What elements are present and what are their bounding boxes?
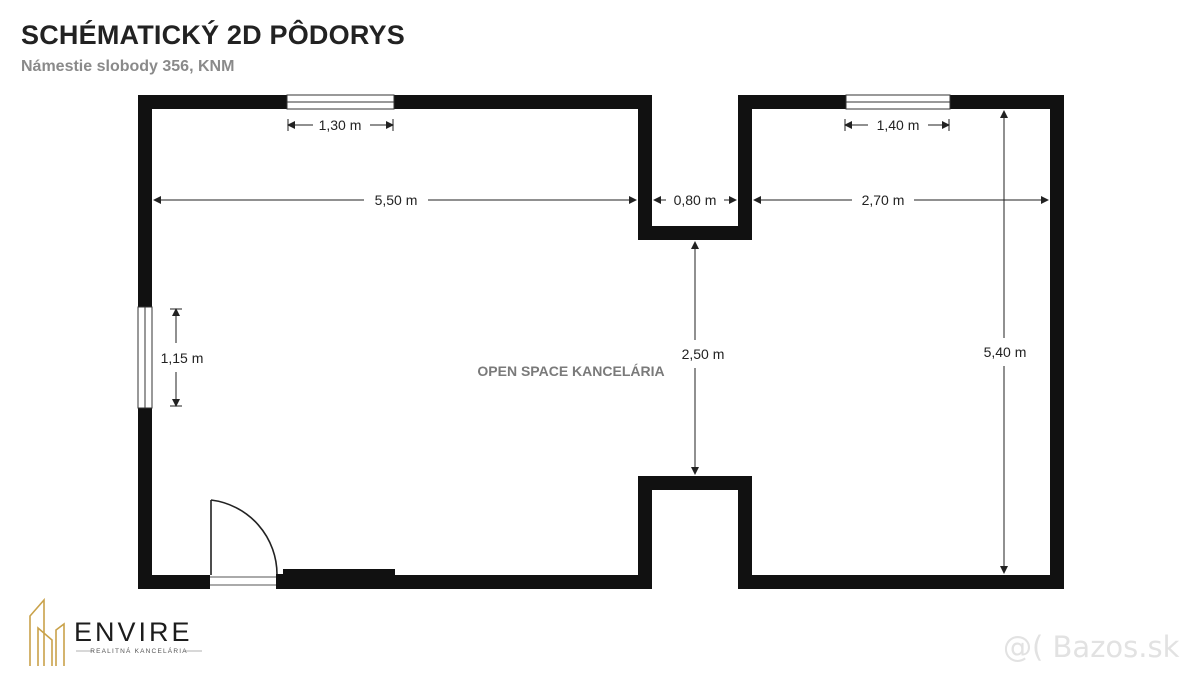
dim-gap-width: 0,80 m [674,192,717,208]
wall-notch-bottom-left [638,476,652,589]
dimension-lines [153,110,1049,574]
wall-bottom-right [738,575,1064,589]
door-swing-arc [210,499,278,576]
page-title: SCHÉMATICKÝ 2D PÔDORYS [21,20,405,50]
dim-window-top-right: 1,40 m [877,117,920,133]
wall-notch-bottom-ledge [638,476,752,490]
wall-top-left [138,95,652,109]
dim-width-right: 2,70 m [862,192,905,208]
building-icon [29,597,65,666]
dim-gap-depth: 2,50 m [682,346,725,362]
dim-window-top-left: 1,30 m [319,117,362,133]
wall-notch-top-left [638,95,652,240]
dim-width-left: 5,50 m [375,192,418,208]
logo-name: ENVIRE [74,617,193,647]
wall-notch-bottom-right [738,476,752,589]
dim-depth-right: 5,40 m [984,344,1027,360]
dim-window-left: 1,15 m [161,350,204,366]
page-subtitle: Námestie slobody 356, KNM [21,58,235,75]
wall-right [1050,95,1064,589]
windows [137,94,951,409]
envire-logo: ENVIRE REALITNÁ KANCELÁRIA [29,597,202,666]
walls [138,95,1064,589]
bazos-watermark: @( Bazos.sk [1003,630,1180,664]
wall-bottom-segment [283,569,395,579]
wall-notch-top-ledge [638,226,752,240]
room-label: OPEN SPACE KANCELÁRIA [477,363,664,379]
logo-tagline: REALITNÁ KANCELÁRIA [90,646,188,655]
wall-notch-top-right [738,95,752,240]
door-opening [210,574,278,590]
